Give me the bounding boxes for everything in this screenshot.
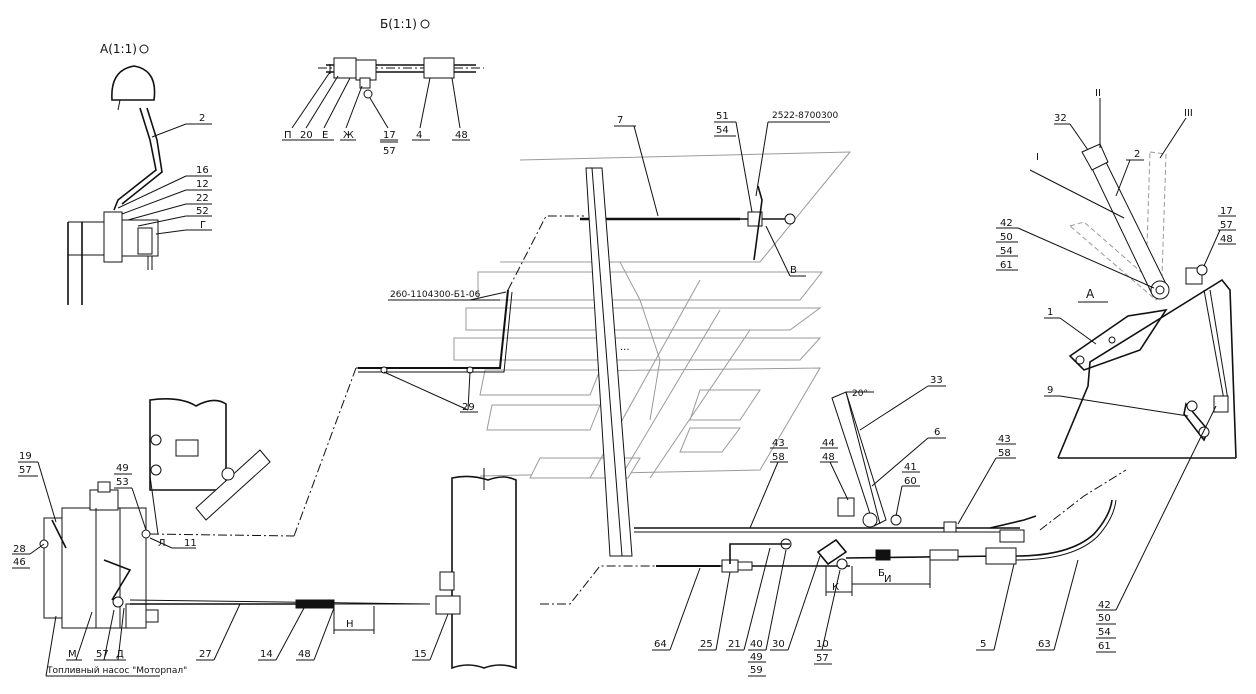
view-b-title: Б(1:1) bbox=[380, 17, 417, 31]
dim-n: Н bbox=[346, 619, 354, 630]
label-63: 63 bbox=[1038, 639, 1051, 650]
label-49-f: 49 bbox=[750, 652, 763, 663]
label-p: П bbox=[284, 130, 292, 141]
label-54-g: 54 bbox=[1000, 246, 1013, 257]
fuel-pump-caption: Топливный насос "Моторпал" bbox=[46, 666, 187, 676]
dim-i: И bbox=[884, 574, 891, 585]
callout-b-pedal: Б bbox=[878, 568, 885, 579]
label-d: Д bbox=[116, 649, 124, 660]
label-48-g: 48 bbox=[1220, 234, 1233, 245]
label-61-h: 61 bbox=[1098, 641, 1111, 652]
label-l: Л bbox=[158, 538, 166, 549]
label-zh: Ж bbox=[343, 130, 354, 141]
label-27: 27 bbox=[199, 649, 212, 660]
label-9: 9 bbox=[1047, 385, 1053, 396]
label-43-e: 43 bbox=[772, 438, 785, 449]
label-50-h: 50 bbox=[1098, 613, 1111, 624]
label-11: 11 bbox=[184, 538, 197, 549]
label-1: 1 bbox=[1047, 307, 1053, 318]
view-b-detail: Б(1:1) П 20 Е Ж 17 57 4 48 bbox=[282, 17, 484, 157]
label-57-f: 57 bbox=[816, 653, 829, 664]
label-49-d: 49 bbox=[116, 463, 129, 474]
label-46: 46 bbox=[13, 557, 26, 568]
fuel-pipe-29: 260-1104300-Б1-06 29 bbox=[358, 289, 513, 413]
label-21: 21 bbox=[728, 639, 741, 650]
label-54-h: 54 bbox=[1098, 627, 1111, 638]
label-30: 30 bbox=[772, 639, 785, 650]
label-50-g: 50 bbox=[1000, 232, 1013, 243]
label-57-g: 57 bbox=[1220, 220, 1233, 231]
label-2: 2 bbox=[199, 113, 205, 124]
label-16: 16 bbox=[196, 165, 209, 176]
label-5: 5 bbox=[980, 639, 986, 650]
label-19: 19 bbox=[19, 451, 32, 462]
label-25: 25 bbox=[700, 639, 713, 650]
detail-lever-positions: II I III А 32 2 42 50 54 61 17 57 48 1 9 bbox=[996, 88, 1237, 459]
label-48-b: 48 bbox=[455, 130, 468, 141]
part-number-260: 260-1104300-Б1-06 bbox=[390, 290, 481, 300]
label-64: 64 bbox=[654, 639, 667, 650]
label-60: 60 bbox=[904, 476, 917, 487]
label-7: 7 bbox=[617, 115, 623, 126]
view-a-title: А(1:1) bbox=[100, 42, 137, 56]
label-15: 15 bbox=[414, 649, 427, 660]
label-57-b: 57 bbox=[383, 146, 396, 157]
roman-iii: III bbox=[1184, 108, 1193, 119]
label-52: 52 bbox=[196, 206, 209, 217]
flexible-cable-63: 63 bbox=[1015, 499, 1117, 651]
label-6: 6 bbox=[934, 427, 940, 438]
pedal-assembly: 20° 43 58 44 48 33 6 4 bbox=[634, 375, 1037, 677]
part-number-2522: 2522-8700300 bbox=[772, 111, 839, 121]
roman-ii: II bbox=[1095, 88, 1101, 99]
labels-right-lower: 42 50 54 61 bbox=[1096, 405, 1217, 653]
label-28: 28 bbox=[13, 544, 26, 555]
label-10: 10 bbox=[816, 639, 829, 650]
label-22: 22 bbox=[196, 193, 209, 204]
label-57-m: 57 bbox=[96, 649, 109, 660]
view-a-detail: А(1:1) 2 16 12 22 52 Г bbox=[67, 42, 212, 305]
label-44: 44 bbox=[822, 438, 835, 449]
frame-member: 15 bbox=[412, 468, 517, 670]
label-17-b: 17 bbox=[383, 130, 396, 141]
label-20: 20 bbox=[300, 130, 313, 141]
fuel-pump-assembly: 19 57 28 46 49 53 Л 11 М 57 Д Топливный … bbox=[12, 398, 431, 677]
angle-20: 20° bbox=[852, 389, 868, 399]
label-48-d: 48 bbox=[298, 649, 311, 660]
label-4: 4 bbox=[416, 130, 422, 141]
label-54-c: 54 bbox=[716, 125, 729, 136]
label-59: 59 bbox=[750, 665, 763, 676]
label-m: М bbox=[68, 649, 77, 660]
label-2-g: 2 bbox=[1134, 149, 1140, 160]
label-58-e: 58 bbox=[772, 452, 785, 463]
label-14: 14 bbox=[260, 649, 273, 660]
label-48-e: 48 bbox=[822, 452, 835, 463]
callout-v: В bbox=[790, 265, 797, 276]
label-12: 12 bbox=[196, 179, 209, 190]
label-41: 41 bbox=[904, 462, 917, 473]
label-e: Е bbox=[322, 130, 328, 141]
label-g: Г bbox=[200, 220, 206, 231]
label-40: 40 bbox=[750, 639, 763, 650]
label-53: 53 bbox=[116, 477, 129, 488]
label-43-e2: 43 bbox=[998, 434, 1011, 445]
callout-a-detail: А bbox=[1086, 287, 1095, 301]
routing-centerlines bbox=[149, 215, 1127, 605]
label-29: 29 bbox=[462, 402, 475, 413]
cab-outline-grey bbox=[453, 151, 852, 479]
label-42-g: 42 bbox=[1000, 218, 1013, 229]
dots-mark: ... bbox=[620, 342, 630, 353]
label-58-e2: 58 bbox=[998, 448, 1011, 459]
cab-wall-section: ... bbox=[585, 167, 633, 557]
label-33: 33 bbox=[930, 375, 943, 386]
label-42-h: 42 bbox=[1098, 600, 1111, 611]
roman-i: I bbox=[1036, 152, 1039, 163]
label-32: 32 bbox=[1054, 113, 1067, 124]
label-57-d: 57 bbox=[19, 465, 32, 476]
label-17-g: 17 bbox=[1220, 206, 1233, 217]
hand-throttle-cable: 7 51 54 2522-8700300 В bbox=[580, 111, 839, 277]
label-51: 51 bbox=[716, 111, 729, 122]
label-61-g: 61 bbox=[1000, 260, 1013, 271]
